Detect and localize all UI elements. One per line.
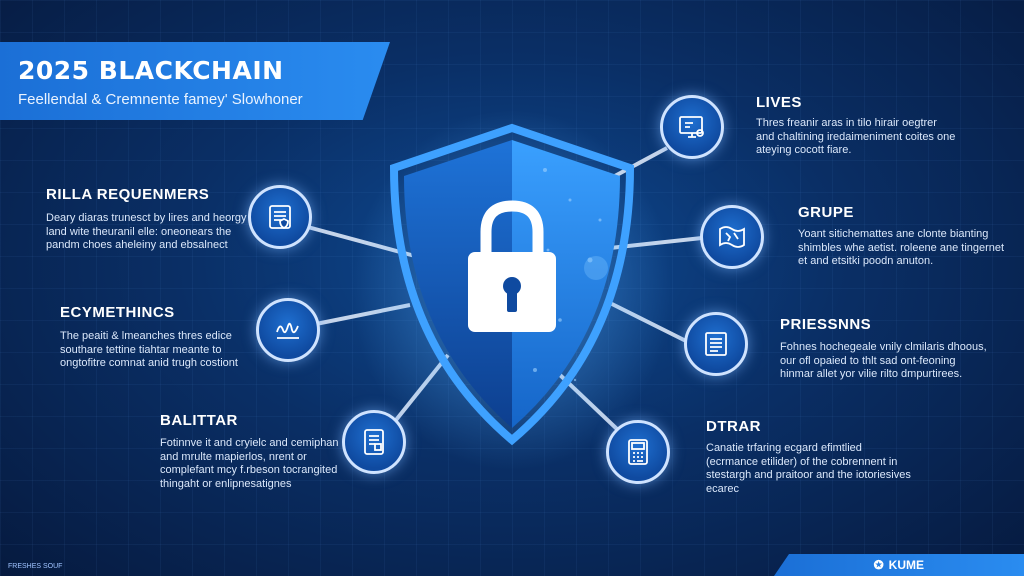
footer-brand-label: KUME [888,558,924,572]
left-item-title: BALITTAR [160,412,238,429]
left-item-desc: Deary diaras trunesct by lires and heorg… [46,212,247,251]
list-icon [684,312,748,376]
footer-brand: ✪ KUME [774,554,1024,576]
right-item-desc: Thres freanir aras in tilo hirair oegtre… [756,117,956,156]
left-item-title: RILLA REQUENMERS [46,186,210,203]
left-item-desc: The peaiti & lmeanches thres edice south… [60,330,238,369]
monitor-icon [660,95,724,159]
title-banner [0,42,390,120]
right-item-title: GRUPE [798,204,854,221]
brand-mark-icon: ✪ [873,558,884,572]
map-icon [700,205,764,269]
right-item-desc: Canatie trfaring ecgard efimtlied (ecrma… [706,442,911,495]
shield-icon [389,123,635,446]
calculator-icon [606,420,670,484]
footer-left-label: FRESHES SOUF [8,563,63,570]
right-item-desc: Yoant sitichemattes ane clonte bianting … [798,228,1005,267]
page-subtitle: Feellendal & Cremnente famey' Slowhoner [18,91,303,108]
right-item-title: PRIESSNNS [780,316,872,333]
right-item-desc: Fohnes hochegeale vnily clmilaris dhoous… [780,341,987,380]
right-item-title: LIVES [756,94,802,111]
tablet-icon [342,410,406,474]
left-item-title: ECYMETHINCS [60,304,175,321]
right-item-title: DTRAR [706,418,761,435]
document-shield-icon [248,185,312,249]
left-item-desc: Fotinnve it and cryielc and cemiphan and… [160,437,339,490]
page-title: 2025 BLACKCHAIN [18,56,284,85]
padlock-icon [468,200,556,332]
signature-icon [256,298,320,362]
